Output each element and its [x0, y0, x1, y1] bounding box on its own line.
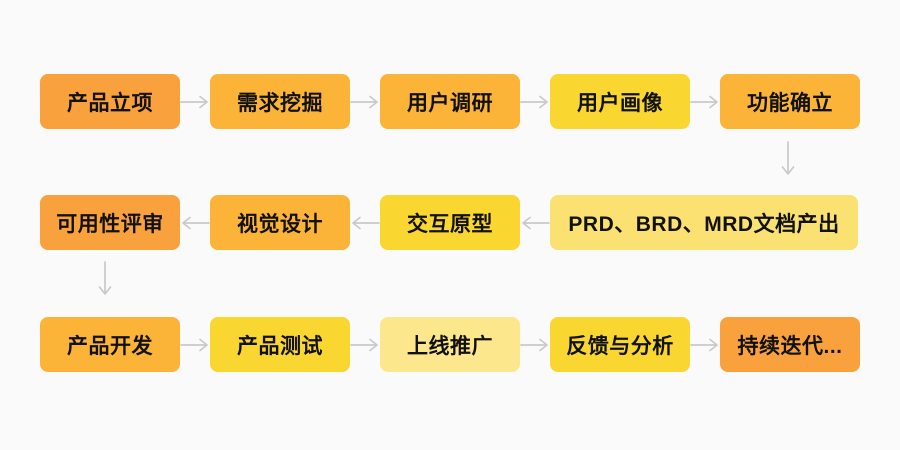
flow-row-2: 可用性评审 视觉设计 交互原型 PRD、BRD、MRD文档产出	[40, 195, 858, 250]
arrow-right-icon	[690, 74, 720, 129]
arrow-right-icon	[690, 317, 720, 372]
step-feedback-analysis: 反馈与分析	[550, 317, 690, 372]
arrow-left-icon	[350, 195, 380, 250]
arrow-right-icon	[180, 74, 210, 129]
step-usability-review: 可用性评审	[40, 195, 180, 250]
arrow-down-icon	[779, 140, 797, 180]
step-user-persona: 用户画像	[550, 74, 690, 129]
flow-row-3: 产品开发 产品测试 上线推广 反馈与分析 持续迭代...	[40, 317, 860, 372]
arrow-left-icon	[180, 195, 210, 250]
step-continuous-iteration: 持续迭代...	[720, 317, 860, 372]
arrow-down-icon	[96, 260, 114, 300]
arrow-right-icon	[520, 317, 550, 372]
step-product-initiation: 产品立项	[40, 74, 180, 129]
step-prd-brd-mrd-docs: PRD、BRD、MRD文档产出	[550, 195, 858, 250]
step-interaction-prototype: 交互原型	[380, 195, 520, 250]
step-user-research: 用户调研	[380, 74, 520, 129]
step-product-development: 产品开发	[40, 317, 180, 372]
arrow-right-icon	[520, 74, 550, 129]
arrow-left-icon	[520, 195, 550, 250]
step-feature-definition: 功能确立	[720, 74, 860, 129]
arrow-right-icon	[350, 74, 380, 129]
arrow-right-icon	[350, 317, 380, 372]
step-product-testing: 产品测试	[210, 317, 350, 372]
step-launch-promotion: 上线推广	[380, 317, 520, 372]
step-visual-design: 视觉设计	[210, 195, 350, 250]
step-requirement-mining: 需求挖掘	[210, 74, 350, 129]
flow-row-1: 产品立项 需求挖掘 用户调研 用户画像 功能确立	[40, 74, 860, 129]
arrow-right-icon	[180, 317, 210, 372]
